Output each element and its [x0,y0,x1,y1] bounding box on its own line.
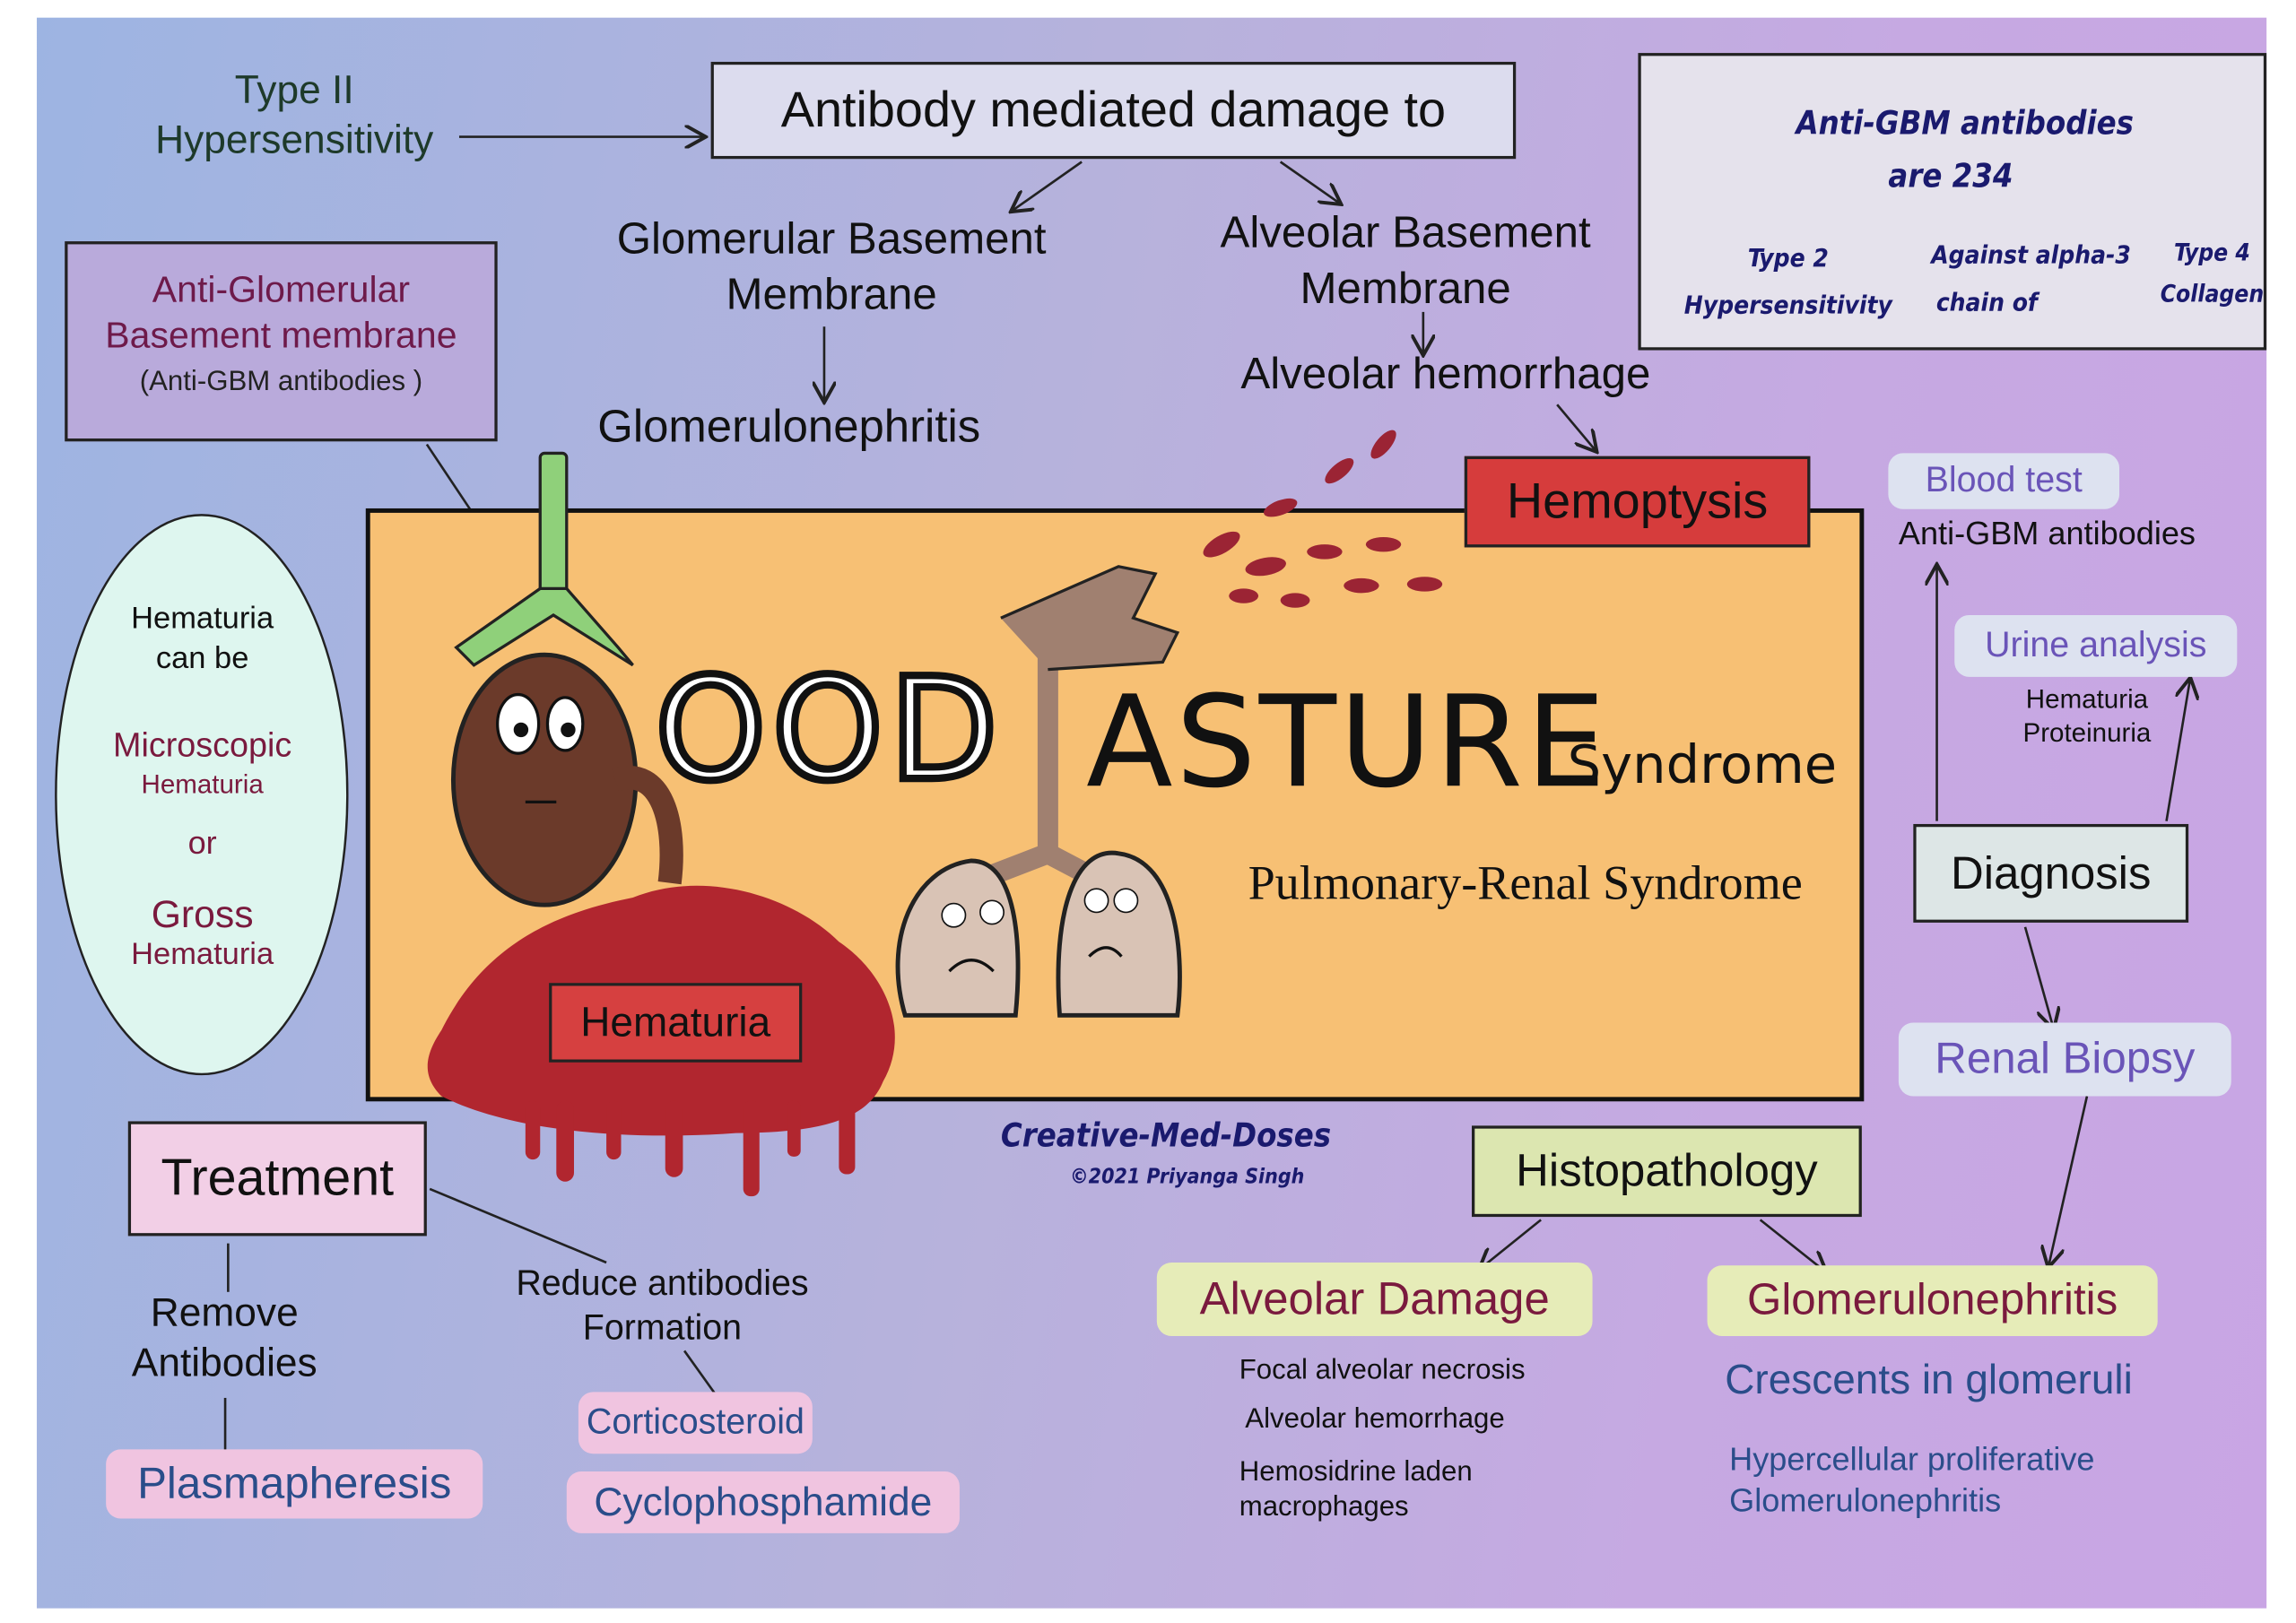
hypercellular-line2: Glomerulonephritis [1729,1481,2002,1519]
copyright-credit: ©2021 Priyanga Singh [1070,1165,1305,1189]
corticosteroid-label: Corticosteroid [578,1392,813,1454]
remove-line1: Remove [150,1290,299,1335]
crescents-label: Crescents in glomeruli [1725,1357,2133,1402]
hematuria-types-text: Hematuria can be Microscopic Hematuria o… [66,599,339,974]
urine-result-hematuria: Hematuria [2025,684,2149,714]
anti-gbm-line3: (Anti-GBM antibodies ) [139,366,423,398]
urine-result-proteinuria: Proteinuria [2022,717,2152,748]
anti-gbm-line2: Basement membrane [105,315,457,357]
reduce-line1: Reduce antibodies [516,1263,809,1304]
glomerulonephritis-label: Glomerulonephritis [597,400,981,452]
alveolar-hemorrhage-label: Alveolar hemorrhage [1240,350,1651,399]
hematuria-types-ellipse [55,514,349,1076]
alveolar-damage-label: Alveolar Damage [1156,1262,1593,1337]
remove-antibodies-label: Remove Antibodies [103,1288,346,1388]
reduce-line2: Formation [582,1307,743,1349]
title-syndrome: Syndrome [1567,735,1838,796]
treatment-box: Treatment [127,1121,427,1237]
glomerulonephritis-histo-label: Glomerulonephritis [1707,1265,2158,1337]
finding-macrophages: macrophages [1239,1491,1409,1523]
lungs-illustration [895,565,1182,1018]
urine-results: Hematuria Proteinuria [1998,682,2175,750]
arrow-diagnosis-to-urine [2165,680,2190,821]
reduce-antibodies-label: Reduce antibodies Formation [493,1263,831,1350]
renal-biopsy-label: Renal Biopsy [1898,1022,2231,1097]
line-treatment-to-reduce [429,1187,607,1264]
or-label: or [187,823,217,861]
arrow-histo-to-gn [1759,1219,1825,1271]
hematuria-intro1: Hematuria [131,602,274,636]
arrow-hemorrhage-to-hemoptysis [1556,404,1596,450]
alveolar-damage-findings: Focal alveolar necrosis Alveolar hemorrh… [1239,1354,1526,1526]
title-subtitle: Pulmonary-Renal Syndrome [1248,857,1803,911]
damage-box: Antibody mediated damage to [710,61,1517,160]
note-heading1: Anti-GBM antibodies [1796,106,2134,143]
gross-sub: Hematuria [131,937,274,972]
note-collagen-b: Collagen [2160,279,2265,308]
hematuria-label: Hematuria [549,983,803,1063]
note-type2-b: Hypersensitivity [1683,291,1892,321]
brand-credit: Creative-Med-Doses [1000,1118,1332,1156]
note-alpha3-b: chain of [1935,288,2038,318]
arrow-damage-to-abm [1279,161,1340,204]
cyclophosphamide-label: Cyclophosphamide [566,1471,960,1533]
note-collagen: Type 4 Collagen [2159,232,2265,315]
title-ood: OOD [651,644,1004,816]
remove-line2: Antibodies [131,1340,317,1385]
finding-hemosiderin: Hemosidrine laden [1239,1456,1473,1488]
plasmapheresis-label: Plasmapheresis [106,1449,483,1519]
blood-spray-illustration [1203,430,1443,608]
note-heading2: are 234 [1888,159,2013,196]
microscopic-label: Microscopic [112,725,292,764]
arrow-damage-to-gbm [1013,161,1083,211]
anti-gbm-box: Anti-Glomerular Basement membrane (Anti-… [65,241,498,442]
note-type2: Type 2 Hypersensitivity [1678,236,1899,330]
diagnosis-box: Diagnosis [1913,823,2189,923]
arrow-diagnosis-to-biopsy [2023,926,2053,1028]
note-type2-a: Type 2 [1747,244,1829,274]
note-alpha3: Against alpha-3 chain of [1906,232,2156,326]
note-box: Anti-GBM antibodies are 234 Type 2 Hypers… [1638,53,2267,351]
line-antigbm-to-kidney [425,443,473,512]
hemoptysis-label: Hemoptysis [1464,456,1811,548]
gbm-label: Glomerular Basement Membrane [616,214,1047,320]
blood-test-result: Anti-GBM antibodies [1898,515,2196,552]
hypercellular-label: Hypercellular proliferative Glomerulonep… [1729,1439,2094,1522]
antibody-illustration [454,451,634,667]
hematuria-intro2: can be [155,641,249,676]
note-collagen-a: Type 4 [2174,238,2250,267]
note-alpha3-a: Against alpha-3 [1931,241,2131,271]
arrow-biopsy-to-gn [2048,1096,2089,1266]
finding-hemorrhage: Alveolar hemorrhage [1245,1403,1505,1435]
urine-analysis-label: Urine analysis [1954,614,2238,677]
blood-test-label: Blood test [1888,453,2120,509]
abm-label: Alveolar Basement Membrane [1220,209,1591,314]
anti-gbm-line1: Anti-Glomerular [152,269,411,311]
microscopic-sub: Hematuria [141,769,264,800]
finding-necrosis: Focal alveolar necrosis [1239,1355,1526,1386]
kidney-illustration [450,652,683,907]
gross-label: Gross [151,891,254,936]
arrow-histo-to-alveolar [1481,1219,1542,1268]
hypercellular-line1: Hypercellular proliferative [1729,1440,2095,1478]
title-asture: ASTURE [1086,669,1609,817]
type2-hypersensitivity-label: Type II Hypersensitivity [155,67,434,162]
histopathology-box: Histopathology [1472,1125,1862,1218]
